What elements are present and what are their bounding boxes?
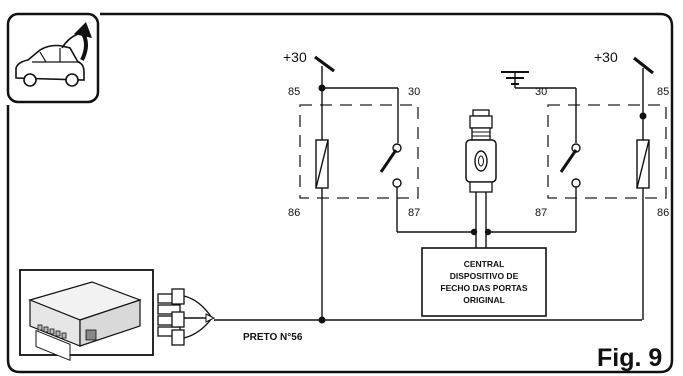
central-unit-line3: FECHO DAS PORTAS xyxy=(440,283,528,293)
control-module-icon xyxy=(19,269,154,361)
relay-right-pin-86: 86 xyxy=(657,207,669,219)
car-door-open-icon xyxy=(6,12,100,104)
harness-connector xyxy=(157,288,216,346)
figure-label: Fig. 9 xyxy=(597,344,662,372)
relay-left-pin-30: 30 xyxy=(408,86,420,98)
central-unit-line1: CENTRAL xyxy=(464,259,505,269)
central-unit-line2: DISPOSITIVO DE xyxy=(450,271,519,281)
central-unit: CENTRAL DISPOSITIVO DE FECHO DAS PORTAS … xyxy=(421,247,547,317)
relay-left: +30 85 30 86 87 xyxy=(283,49,474,320)
preto-wire-label: PRETO N°56 xyxy=(243,332,303,343)
door-lock-actuator-icon xyxy=(465,109,497,248)
relay-left-pin-85: 85 xyxy=(288,86,300,98)
relay-left-pin-87: 87 xyxy=(408,207,420,219)
relay-left-pin-86: 86 xyxy=(288,207,300,219)
central-unit-line4: ORIGINAL xyxy=(463,295,505,305)
relay-right-pin-87: 87 xyxy=(535,207,547,219)
outer-frame xyxy=(6,12,674,374)
relay-left-supply-label: +30 xyxy=(283,49,307,65)
relay-right-pin-85: 85 xyxy=(657,86,669,98)
relay-right-pin-30: 30 xyxy=(535,86,547,98)
relay-right-supply-label: +30 xyxy=(594,49,618,65)
relay-right: +30 30 85 87 86 xyxy=(488,49,669,320)
